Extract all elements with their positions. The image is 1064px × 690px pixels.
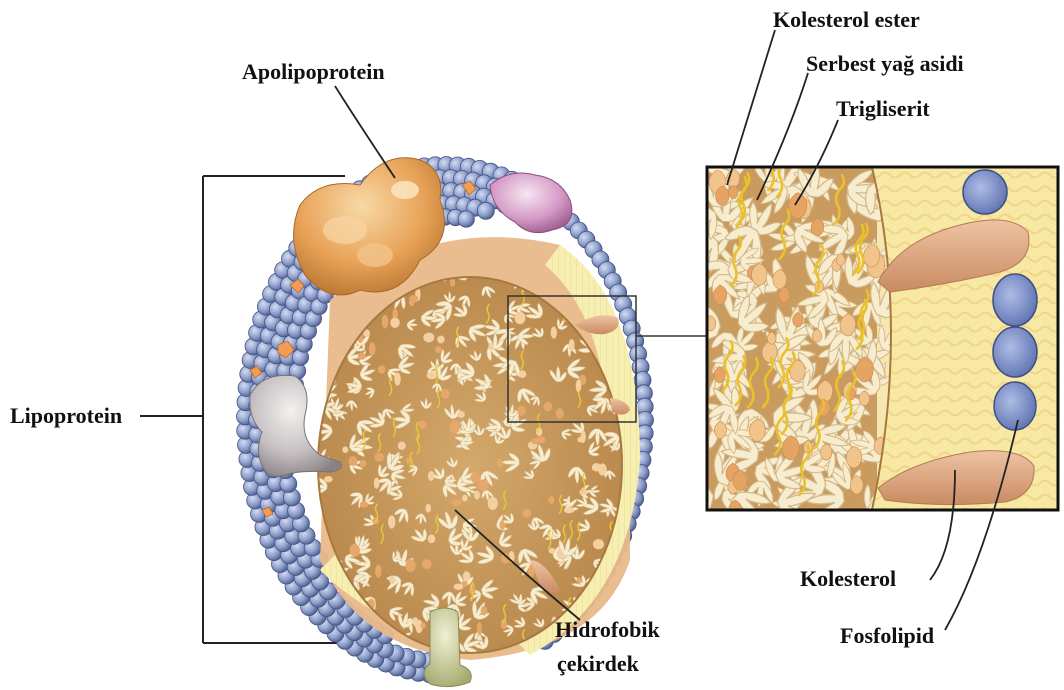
label-hydrophobic-line2: çekirdek xyxy=(557,652,639,676)
label-lipoprotein: Lipoprotein xyxy=(10,404,122,428)
label-hydrophobic-line1: Hidrofobik xyxy=(555,618,660,642)
apolipoprotein-pink xyxy=(490,173,572,233)
label-cholesterol-ester: Kolesterol ester xyxy=(773,8,920,32)
label-cholesterol: Kolesterol xyxy=(800,567,896,591)
label-triglyceride: Trigliserit xyxy=(836,97,930,121)
label-phospholipid: Fosfolipid xyxy=(840,624,934,648)
zoom-detail-panel xyxy=(667,138,1058,533)
label-free-fatty-acid: Serbest yağ asidi xyxy=(806,52,964,76)
label-apolipoprotein: Apolipoprotein xyxy=(242,60,385,84)
